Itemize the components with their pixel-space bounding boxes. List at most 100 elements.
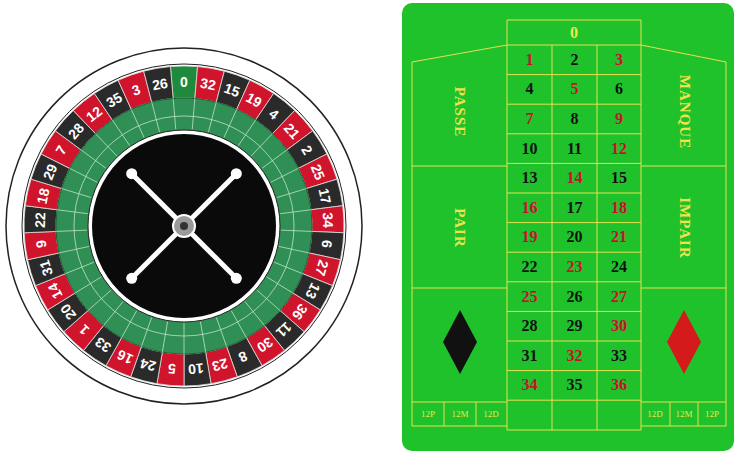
table-felt	[402, 3, 734, 451]
red-diamond	[667, 310, 701, 374]
wheel-number: 14	[46, 281, 66, 301]
ring-divider	[274, 262, 303, 274]
table-line	[507, 252, 641, 253]
table-line	[507, 281, 641, 282]
number-cell: 21	[611, 229, 627, 245]
wheel-number: 3	[130, 82, 142, 98]
ring-circle	[74, 116, 294, 336]
number-cell: 12	[611, 141, 627, 157]
black-diamond	[443, 310, 477, 374]
number-pocket	[184, 352, 211, 386]
number-cell: 25	[522, 289, 538, 305]
wheel-number: 0	[180, 75, 188, 89]
ring-divider	[162, 322, 167, 353]
wheel-number: 33	[93, 335, 114, 355]
table-line	[507, 311, 641, 312]
table-line	[641, 45, 726, 62]
ring-divider	[208, 102, 216, 132]
ring-divider	[192, 98, 195, 129]
number-pocket	[170, 66, 197, 98]
wheel-number: 18	[35, 187, 52, 205]
table-line	[507, 400, 641, 401]
wheel-number: 32	[199, 76, 217, 92]
table-line	[641, 166, 726, 167]
cross-knob	[231, 273, 242, 284]
dozen-label: 12D	[647, 410, 663, 419]
number-cell: 6	[615, 81, 623, 97]
table-line	[412, 426, 507, 427]
bet-label: MANQUE	[677, 75, 692, 149]
wheel-number: 36	[290, 301, 311, 322]
number-cell: 13	[522, 170, 538, 186]
number-cell: 17	[567, 200, 583, 216]
number-cell: 31	[522, 348, 538, 364]
number-cell: 11	[567, 141, 582, 157]
wheel-rim-inner	[22, 64, 346, 388]
wheel-number: 27	[313, 259, 331, 278]
wheel-number: 21	[282, 120, 303, 141]
green-ring	[56, 98, 312, 354]
number-cell: 22	[522, 259, 538, 275]
dozen-label: 12M	[451, 410, 468, 419]
ring-divider	[184, 323, 185, 354]
wheel-number: 13	[303, 281, 323, 301]
table-line	[507, 104, 641, 105]
table-line	[507, 193, 641, 194]
cross-knob	[126, 273, 137, 284]
number-cell: 26	[567, 289, 583, 305]
number-cell: 7	[526, 111, 534, 127]
wheel-number: 17	[316, 187, 333, 205]
ring-divider	[141, 317, 151, 346]
table-line	[507, 20, 641, 21]
ring-divider	[131, 109, 144, 137]
table-line	[552, 45, 553, 430]
wheel-number: 26	[151, 76, 169, 92]
black-centre	[92, 134, 276, 318]
number-cell: 5	[571, 81, 579, 97]
number-cell: 34	[522, 377, 538, 393]
number-cell: 1	[526, 52, 534, 68]
ring-divider	[65, 262, 94, 274]
ring-divider	[173, 98, 176, 129]
bet-label: PASSE	[452, 87, 467, 138]
table-line	[507, 341, 641, 342]
ring-divider	[245, 301, 264, 325]
number-cell: 10	[522, 141, 538, 157]
bet-label: PAIR	[452, 208, 467, 248]
number-cell: 9	[615, 111, 623, 127]
wheel-number: 1	[77, 322, 92, 338]
wheel-number: 19	[244, 90, 264, 110]
table-line	[412, 288, 507, 289]
ring-divider	[57, 210, 88, 214]
number-cell: 19	[522, 229, 538, 245]
number-cell: 28	[522, 318, 538, 334]
table-line	[444, 402, 445, 426]
number-cell: 14	[567, 170, 583, 186]
wheel-number: 15	[222, 81, 241, 99]
ring-divider	[281, 230, 312, 231]
wheel-number: 12	[83, 104, 104, 125]
number-pocket	[306, 179, 342, 210]
wheel-number: 5	[167, 362, 176, 377]
number-cell: 16	[522, 200, 538, 216]
ring-divider	[112, 120, 129, 146]
number-cell: 3	[615, 52, 623, 68]
ring-divider	[62, 189, 92, 198]
wheel-number: 34	[321, 212, 336, 228]
table-line	[476, 402, 477, 426]
wheel-number: 9	[34, 240, 49, 250]
ring-divider	[56, 230, 87, 231]
number-cell: 23	[567, 259, 583, 275]
ring-divider	[88, 290, 111, 310]
number-cell: 24	[611, 259, 627, 275]
number-cell: 27	[611, 289, 627, 305]
ring-divider	[277, 189, 307, 198]
number-pocket	[311, 206, 344, 233]
table-line	[726, 62, 727, 426]
table-line	[412, 62, 413, 426]
number-cell: 36	[611, 377, 627, 393]
cross-knob	[231, 168, 242, 179]
number-cell: 32	[567, 348, 583, 364]
number-cell: 30	[611, 318, 627, 334]
